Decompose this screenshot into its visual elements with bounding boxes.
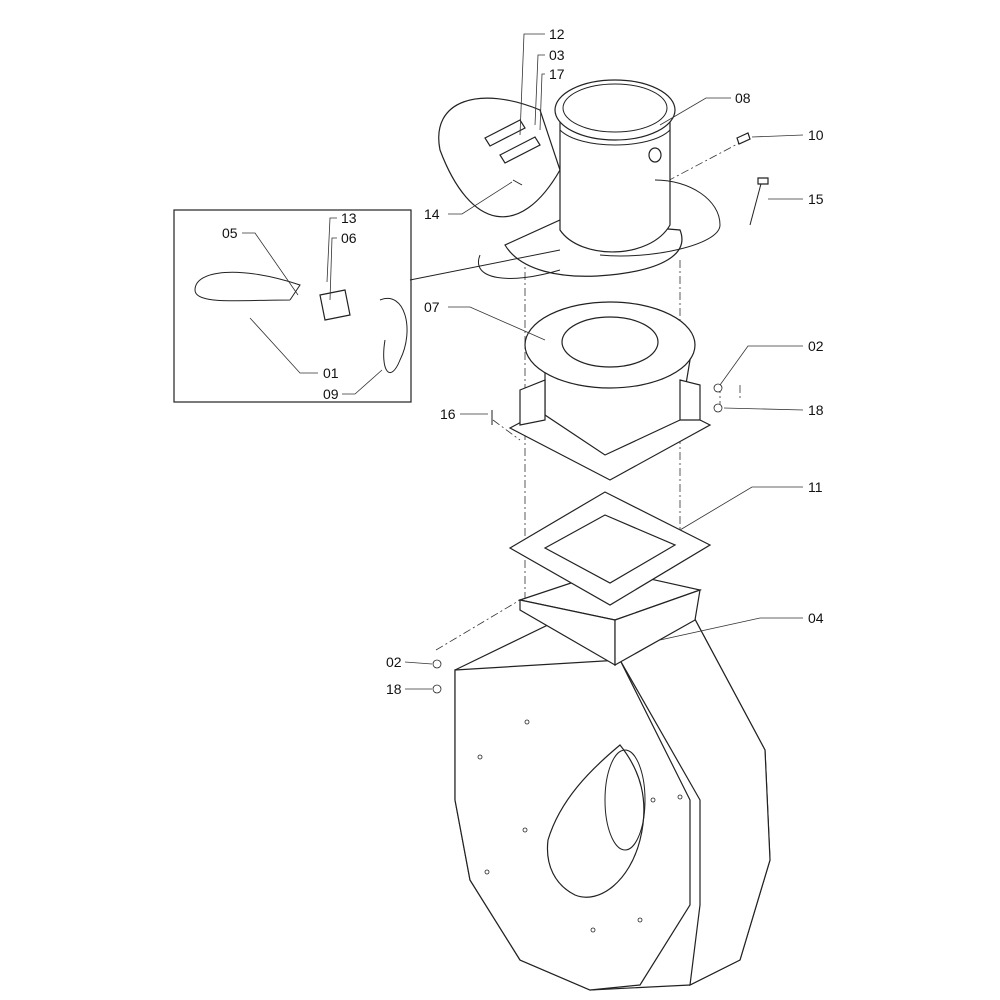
callout-07: 07 [424,299,440,315]
callout-13: 13 [341,210,357,226]
callout-18: 18 [386,681,402,697]
callout-16: 16 [440,406,456,422]
callout-18: 18 [808,402,824,418]
callout-01: 01 [323,365,339,381]
housing-bolt-holes [477,719,683,933]
callout-02: 02 [386,654,402,670]
callout-12: 12 [549,26,565,42]
callout-04: 04 [808,610,824,626]
leader-line [659,617,803,641]
hardware [432,119,769,694]
leader-line [679,486,803,531]
callout-11: 11 [808,479,823,495]
leader-line [448,306,546,341]
leader-line [719,345,803,386]
leader-line [539,73,545,131]
leader-line [404,661,433,665]
leader-line [659,97,731,126]
callout-02: 02 [808,338,824,354]
callout-15: 15 [808,191,824,207]
leader-line [242,232,299,296]
callout-03: 03 [549,47,565,63]
callout-14: 14 [424,206,440,222]
leader-line [751,134,804,138]
leader-line [723,407,804,411]
callout-05: 05 [222,225,238,241]
detail-inset [173,209,561,403]
callout-labels: 12 03 17 08 10 15 14 13 06 05 07 02 18 16 01 09 11 04 02 18 [222,26,824,697]
callout-17: 17 [549,66,565,82]
leader-line [326,217,337,283]
callout-06: 06 [341,230,357,246]
leader-line [448,181,513,215]
leader-line [249,317,318,374]
leader-line [329,237,337,301]
callout-09: 09 [323,386,339,402]
flange [524,301,696,389]
leader-line [519,33,545,136]
callout-10: 10 [808,127,824,143]
gasket [508,491,712,606]
callout-08: 08 [735,90,751,106]
damper-cylinder [438,79,721,279]
fan-housing [454,589,771,991]
leader-line [342,369,383,395]
leader-line [534,54,545,126]
